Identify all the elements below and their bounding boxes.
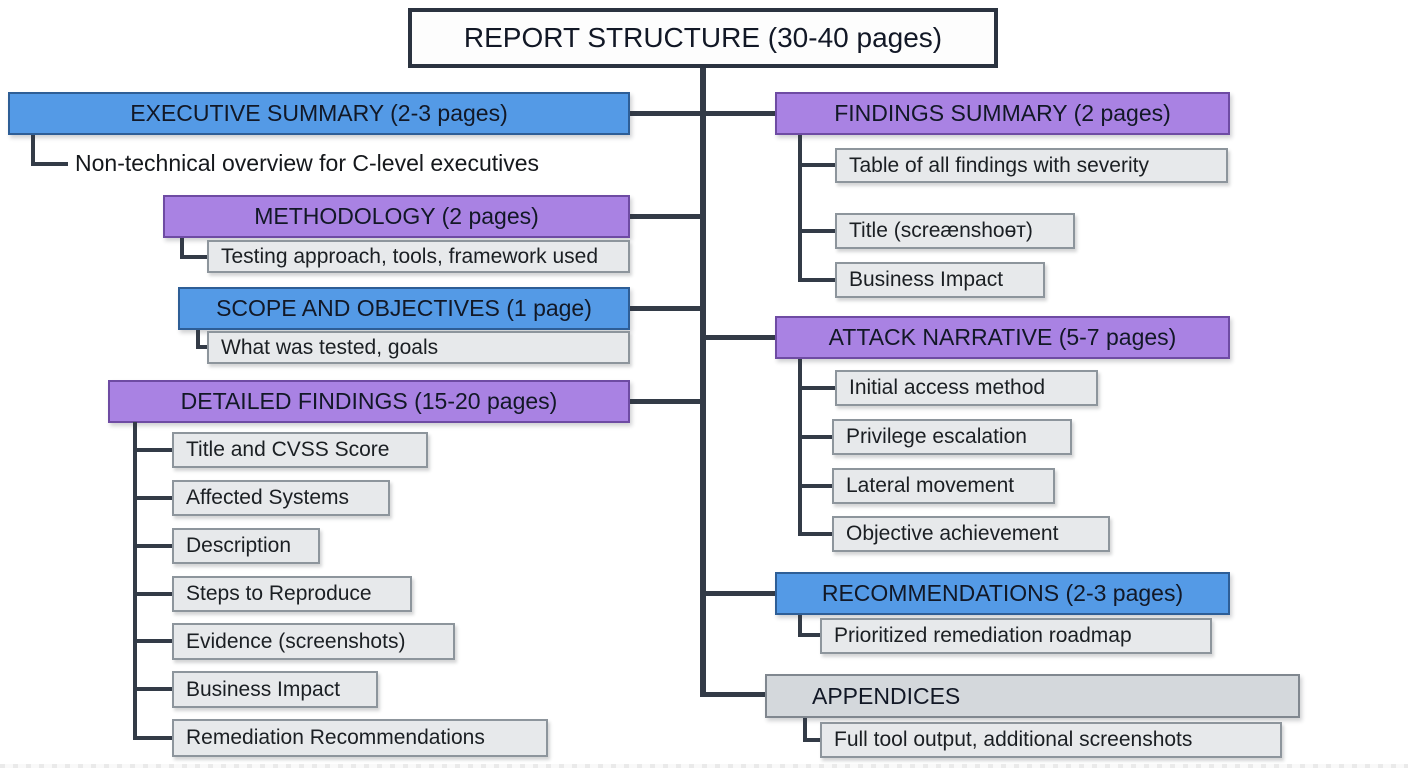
branch-line-attack-narrative: [703, 335, 775, 340]
appendices-note-connector-horizontal: [803, 738, 820, 742]
detailed-findings-tick-5: [133, 639, 172, 643]
findings-summary-item: Table of all findings with severity: [835, 148, 1228, 183]
detailed-finding-item: Description: [172, 528, 320, 564]
recommendations-note-connector-vertical: [798, 615, 802, 637]
trunk-connector-line: [700, 68, 706, 697]
methodology-note-connector-vertical: [180, 238, 184, 259]
detailed-finding-item: Evidence (screenshots): [172, 623, 455, 660]
detailed-finding-item: Affected Systems: [172, 480, 390, 516]
section-executive-summary: EXECUTIVE SUMMARY (2-3 pages): [8, 92, 630, 135]
detailed-finding-item: Steps to Reproduce: [172, 576, 412, 612]
findings-summary-tick-3: [798, 278, 835, 282]
attack-narrative-item: Lateral movement: [832, 468, 1055, 504]
attack-narrative-item: Initial access method: [835, 370, 1098, 406]
detailed-findings-tick-3: [133, 544, 172, 548]
exec-note-connector-horizontal: [31, 162, 68, 166]
section-recommendations: RECOMMENDATIONS (2-3 pages): [775, 572, 1230, 615]
recommendations-note-box: Prioritized remediation roadmap: [820, 618, 1212, 654]
section-attack-narrative: ATTACK NARRATIVE (5-7 pages): [775, 316, 1230, 359]
methodology-note-box: Testing approach, tools, framework used: [207, 240, 630, 273]
section-appendices: APPENDICES: [765, 674, 1300, 718]
branch-line-methodology: [630, 214, 703, 219]
detailed-findings-connector-vertical: [133, 422, 137, 740]
detailed-findings-tick-7: [133, 736, 172, 740]
branch-line-recommendations: [703, 591, 775, 596]
attack-narrative-item: Objective achievement: [832, 516, 1110, 552]
branch-line-appendices: [700, 692, 765, 697]
findings-summary-item: Title (screænshoɵт): [835, 213, 1075, 249]
attack-narrative-tick-2: [798, 435, 835, 439]
attack-narrative-item: Privilege escalation: [832, 419, 1072, 455]
detailed-findings-tick-2: [133, 496, 172, 500]
findings-summary-tick-1: [798, 163, 835, 167]
section-findings-summary: FINDINGS SUMMARY (2 pages): [775, 92, 1230, 135]
scope-note-box: What was tested, goals: [207, 331, 630, 364]
scope-note-connector-vertical: [196, 330, 200, 349]
branch-line-scope: [630, 306, 703, 311]
attack-narrative-tick-3: [798, 484, 835, 488]
bottom-edge-artifact: [0, 764, 1408, 768]
methodology-note-connector-horizontal: [180, 255, 207, 259]
detailed-finding-item: Remediation Recommendations: [172, 719, 548, 757]
exec-note-connector-vertical: [31, 135, 35, 166]
detailed-finding-item: Business Impact: [172, 671, 378, 708]
branch-line-detailed-findings: [630, 399, 703, 404]
findings-summary-item: Business Impact: [835, 262, 1045, 298]
section-methodology: METHODOLOGY (2 pages): [163, 195, 630, 238]
diagram-title: REPORT STRUCTURE (30-40 pages): [408, 8, 998, 68]
findings-summary-tick-2: [798, 229, 835, 233]
attack-narrative-tick-1: [798, 386, 835, 390]
executive-summary-note: Non-technical overview for C-level execu…: [75, 150, 540, 176]
detailed-finding-item: Title and CVSS Score: [172, 432, 428, 468]
section-detailed-findings: DETAILED FINDINGS (15-20 pages): [108, 380, 630, 423]
recommendations-note-connector-horizontal: [798, 633, 820, 637]
branch-line-summary-row: [630, 111, 775, 116]
detailed-findings-tick-1: [133, 448, 172, 452]
detailed-findings-tick-6: [133, 687, 172, 691]
attack-narrative-connector-vertical: [798, 359, 802, 536]
findings-summary-connector-vertical: [798, 135, 802, 282]
section-scope-and-objectives: SCOPE AND OBJECTIVES (1 page): [178, 287, 630, 330]
appendices-note-box: Full tool output, additional screenshots: [820, 722, 1282, 758]
detailed-findings-tick-4: [133, 592, 172, 596]
appendices-note-connector-vertical: [803, 718, 807, 742]
attack-narrative-tick-4: [798, 532, 835, 536]
